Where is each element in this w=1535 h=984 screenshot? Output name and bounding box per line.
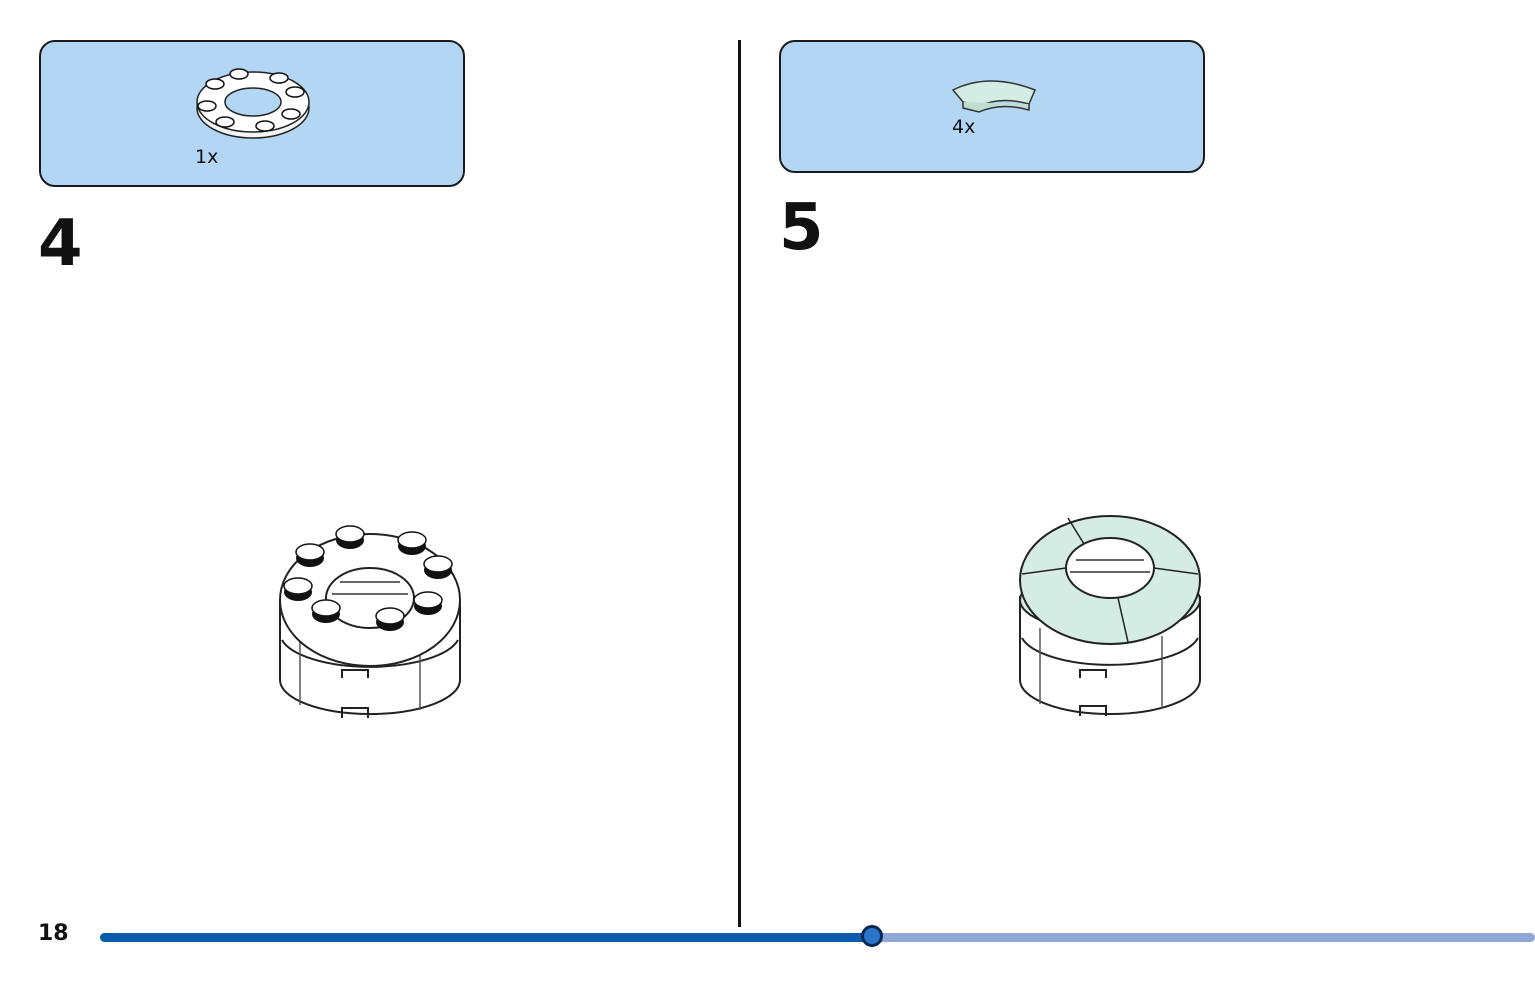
part-quantity: 1x (195, 146, 219, 168)
round-brick-assembly-with-tiles (1019, 515, 1201, 716)
page-number: 18 (38, 921, 69, 946)
progress-bar[interactable] (100, 925, 1535, 947)
round-plate-with-studs-icon (196, 68, 310, 139)
step-number: 4 (38, 207, 83, 281)
step-number: 5 (779, 191, 824, 265)
round-brick-assembly-with-studs (279, 525, 461, 718)
progress-handle[interactable] (861, 925, 884, 947)
progress-bar-fill (100, 933, 873, 942)
parts-callout-step-4: 1x (39, 40, 465, 187)
part-quantity: 4x (952, 116, 976, 138)
parts-callout-step-5: 4x (779, 40, 1205, 173)
page-divider (738, 40, 741, 927)
curved-tile-icon (951, 80, 1036, 113)
